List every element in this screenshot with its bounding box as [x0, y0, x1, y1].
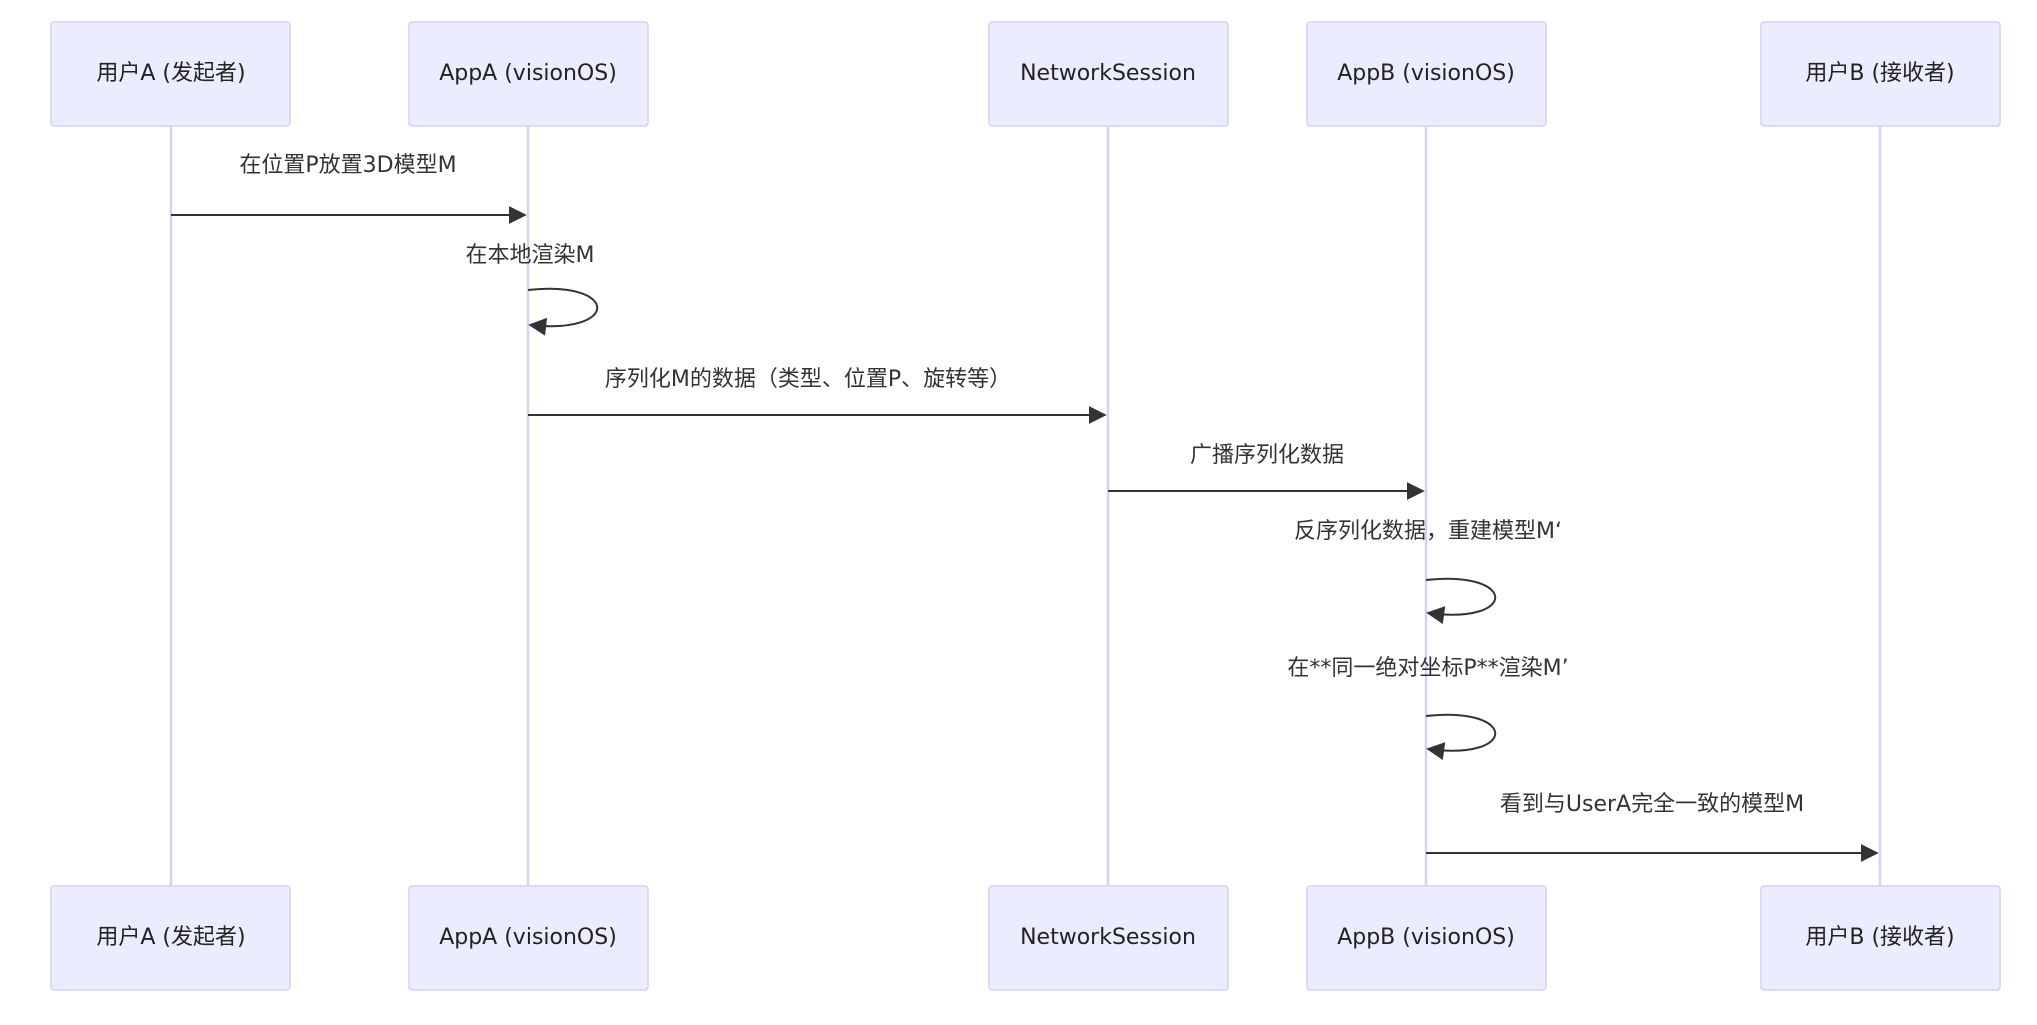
participant-user-a-top: 用户A (发起者)	[50, 21, 291, 127]
message-label: 在本地渲染M	[466, 243, 595, 268]
participant-label: 用户B (接收者)	[1805, 61, 1954, 86]
participant-app-b-bottom: AppB (visionOS)	[1306, 885, 1547, 991]
message-render-local: 在本地渲染M	[466, 243, 599, 336]
participant-app-a-top: AppA (visionOS)	[408, 21, 649, 127]
message-label: 序列化M的数据（类型、位置P、旋转等）	[605, 367, 1011, 392]
participant-user-a-bottom: 用户A (发起者)	[50, 885, 291, 991]
participant-label: NetworkSession	[1020, 61, 1196, 86]
participant-user-b-top: 用户B (接收者)	[1760, 21, 2001, 127]
participant-label: AppB (visionOS)	[1337, 61, 1515, 86]
participant-label: AppA (visionOS)	[439, 925, 617, 950]
participant-app-a-bottom: AppA (visionOS)	[408, 885, 649, 991]
self-loop-arrow	[527, 287, 599, 336]
message-deserialize: 反序列化数据，重建模型M‘	[1294, 519, 1562, 625]
participant-label: NetworkSession	[1020, 925, 1196, 950]
participant-label: 用户A (发起者)	[96, 61, 245, 86]
message-label: 看到与UserA完全一致的模型M	[1500, 792, 1804, 817]
message-broadcast: 广播序列化数据	[1108, 443, 1425, 500]
message-render-same-coordinate: 在**同一绝对坐标P**渲染M’	[1287, 656, 1569, 761]
participant-network-session-bottom: NetworkSession	[988, 885, 1229, 991]
self-loop-arrow	[1425, 713, 1497, 761]
message-label: 反序列化数据，重建模型M‘	[1294, 519, 1562, 544]
participant-label: AppA (visionOS)	[439, 61, 617, 86]
participant-user-b-bottom: 用户B (接收者)	[1760, 885, 2001, 991]
message-label: 在**同一绝对坐标P**渲染M’	[1287, 656, 1568, 681]
self-loop-arrow	[1425, 577, 1497, 625]
message-label: 在位置P放置3D模型M	[239, 153, 456, 178]
participant-app-b-top: AppB (visionOS)	[1306, 21, 1547, 127]
message-serialize: 序列化M的数据（类型、位置P、旋转等）	[528, 367, 1107, 424]
message-label: 广播序列化数据	[1190, 443, 1344, 468]
message-user-b-sees-model: 看到与UserA完全一致的模型M	[1426, 792, 1879, 862]
participant-label: AppB (visionOS)	[1337, 925, 1515, 950]
participant-network-session-top: NetworkSession	[988, 21, 1229, 127]
message-place-model: 在位置P放置3D模型M	[171, 153, 527, 224]
participant-label: 用户A (发起者)	[96, 925, 245, 950]
participant-label: 用户B (接收者)	[1805, 925, 1954, 950]
